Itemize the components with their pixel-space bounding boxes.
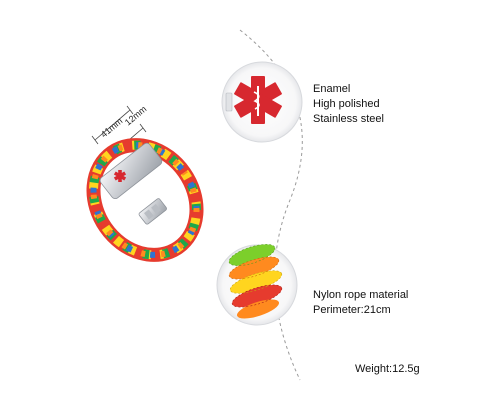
plate-medical-icon <box>113 170 127 182</box>
rope-detail-circle <box>216 244 298 326</box>
width-dimension-label: 12mm <box>123 104 149 128</box>
enamel-line-2: High polished <box>313 98 380 110</box>
steel-id-plate <box>99 142 163 200</box>
enamel-feature-text: Enamel High polished Stainless steel <box>313 82 384 127</box>
rope-feature-text: Nylon rope material Perimeter:21cm <box>313 288 408 318</box>
weight-text: Weight:12.5g <box>355 363 420 375</box>
enamel-line-3: Stainless steel <box>313 113 384 125</box>
enamel-detail-circle <box>221 61 303 143</box>
length-dimension-label: 41mm <box>99 116 125 140</box>
enamel-line-1: Enamel <box>313 83 351 95</box>
clasp <box>138 198 167 225</box>
rope-line-1: Nylon rope material <box>313 289 409 301</box>
rope-line-2: Perimeter:21cm <box>313 304 391 316</box>
weight-label: Weight:12.5g <box>355 362 420 377</box>
bracelet-image <box>86 138 204 262</box>
